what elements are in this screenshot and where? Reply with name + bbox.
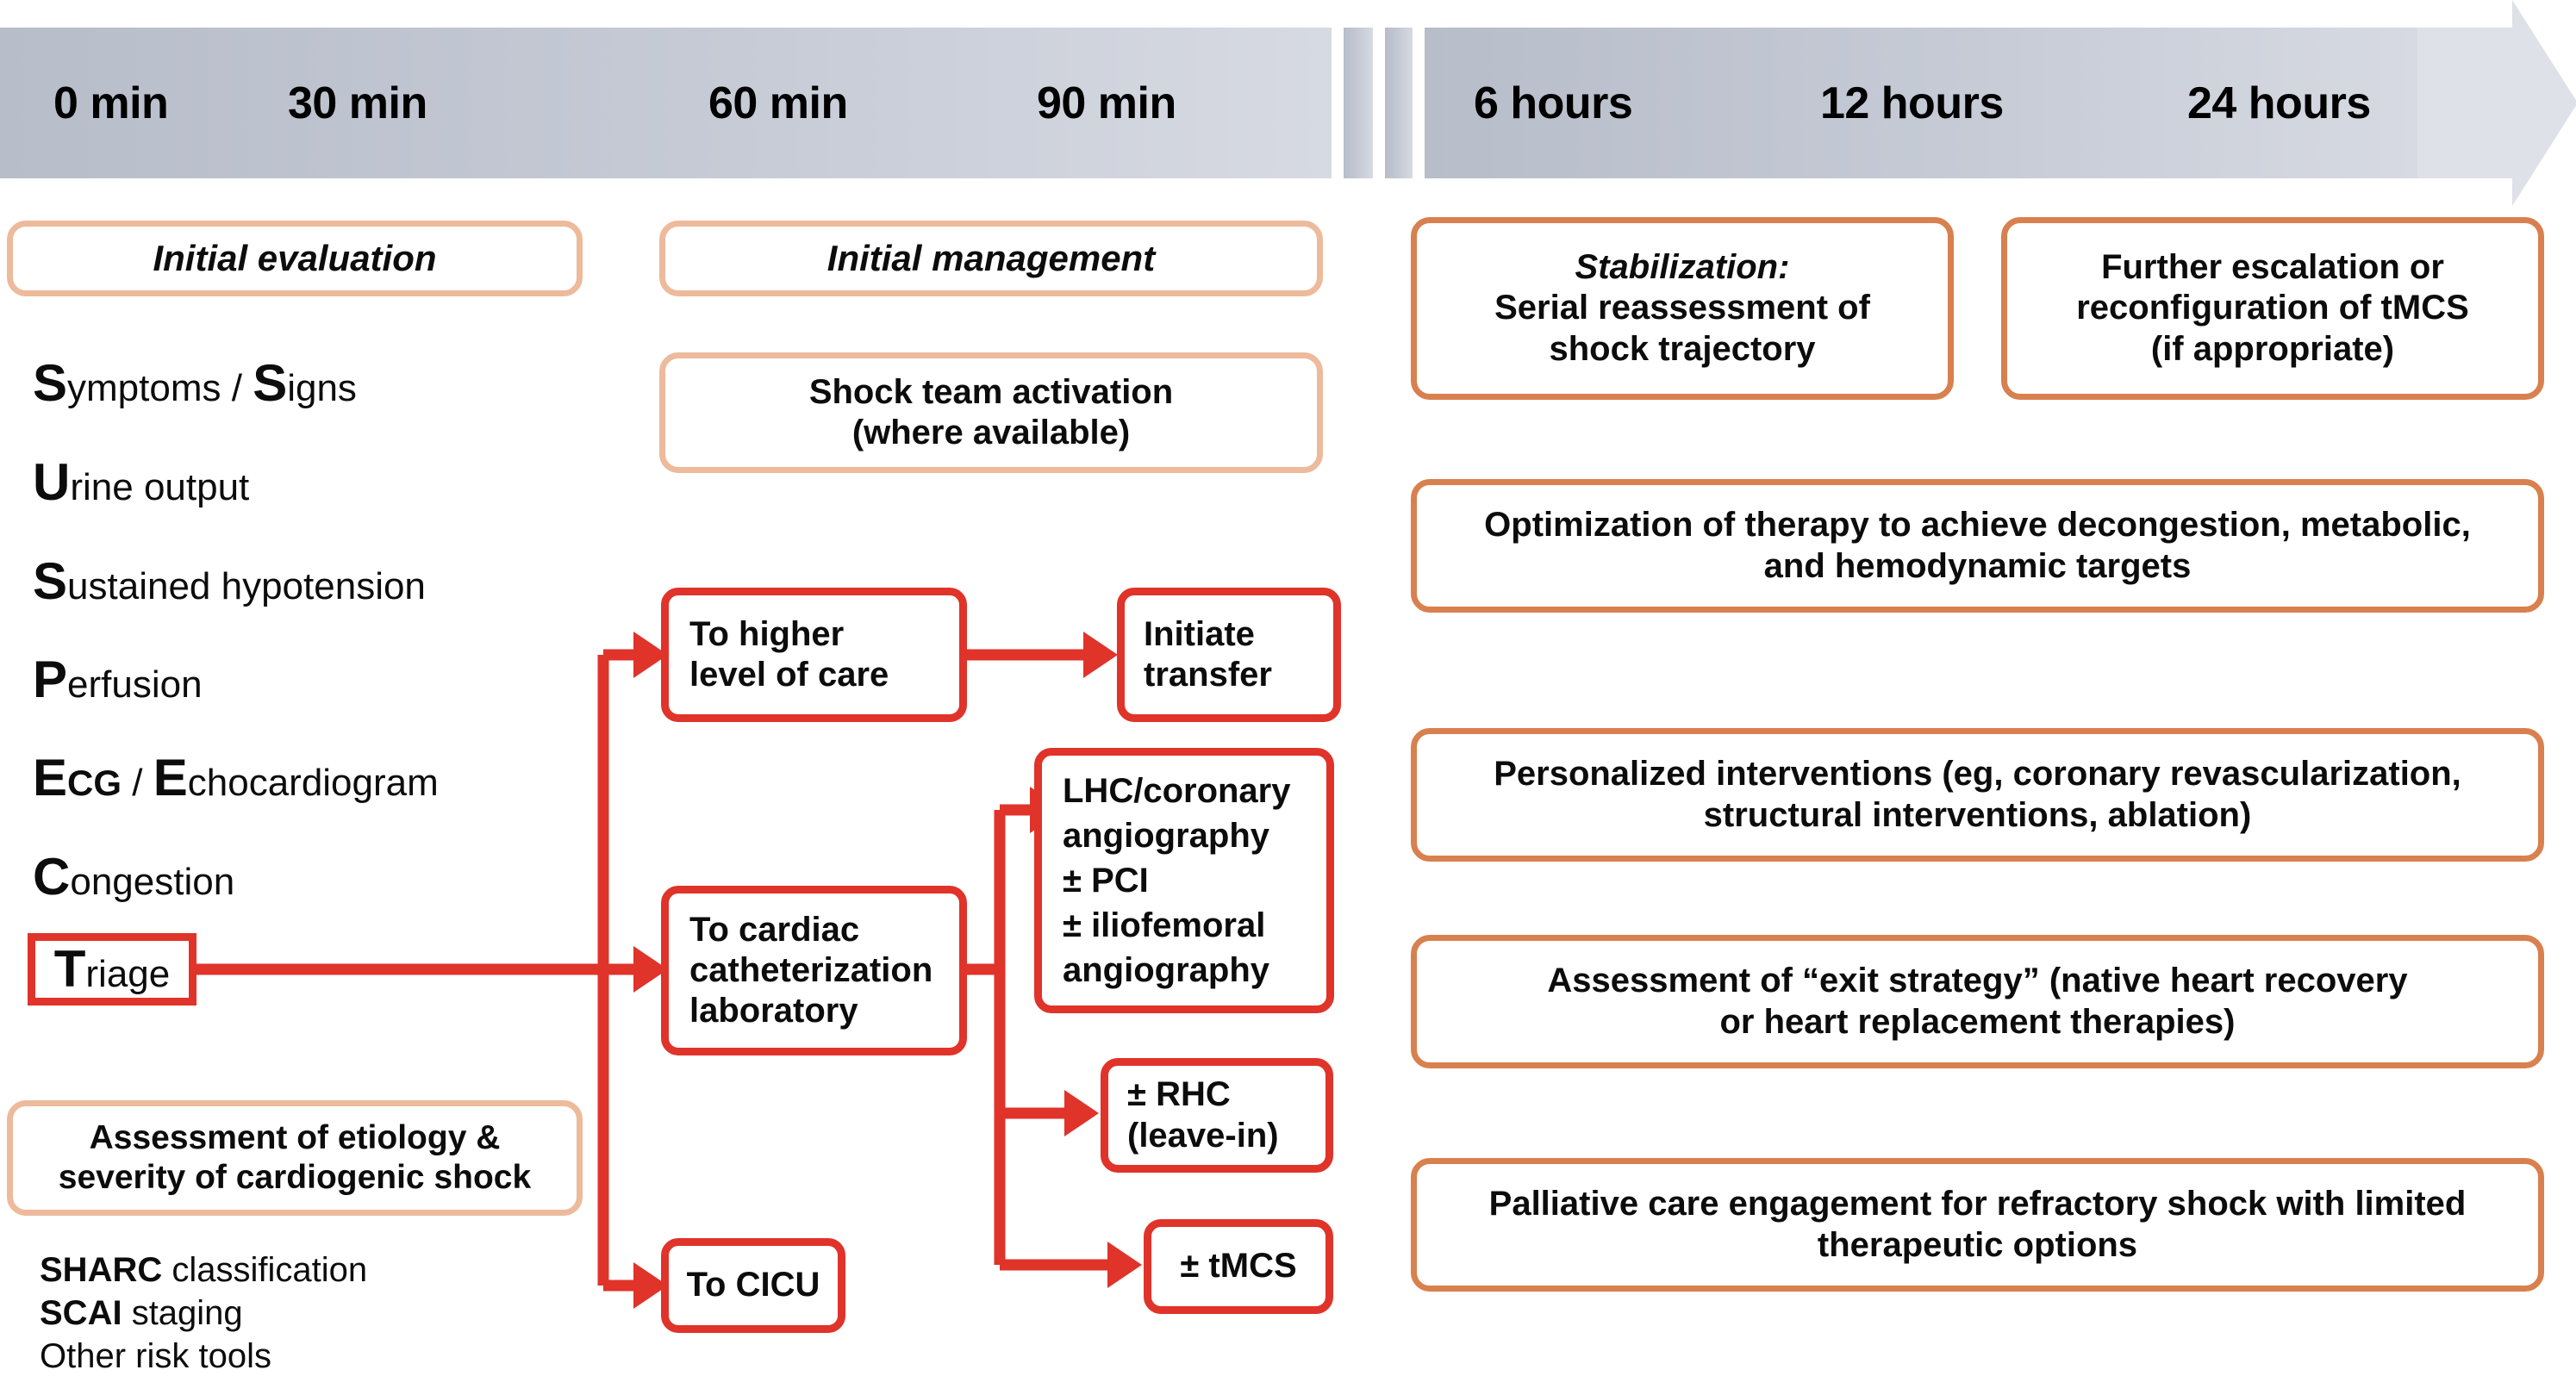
risk-tool-other: Other risk tools <box>40 1337 271 1375</box>
suspect-item-ecg-echocardiogram: ECG / Echocardiogram <box>33 749 439 806</box>
optimization-text: Optimization of therapy to achieve decon… <box>1484 506 2471 585</box>
suspect-item-urine-output: Urine output <box>33 453 250 511</box>
flow-box-rhc-text: ± RHC (leave-in) <box>1127 1075 1279 1155</box>
timeline-gap-1 <box>1332 28 1344 178</box>
timeline-gap-3 <box>1413 28 1425 178</box>
right-box-palliative: Palliative care engagement for refractor… <box>1411 1158 2544 1292</box>
stabilization-text: Serial reassessment of shock trajectory <box>1494 289 1870 368</box>
flow-box-cath-lab[interactable]: To cardiac catheterization laboratory <box>661 886 967 1055</box>
shock-team-text: Shock team activation (where available) <box>808 372 1174 451</box>
flow-box-tmcs[interactable]: ± tMCS <box>1144 1219 1333 1314</box>
timeline-tick-6hours: 6 hours <box>1474 78 1633 128</box>
assessment-box: Assessment of etiology & severity of car… <box>7 1100 583 1216</box>
initial-management-header: Initial management <box>659 221 1323 296</box>
suspect-item-congestion: Congestion <box>33 848 235 906</box>
flow-box-cicu[interactable]: To CICU <box>661 1238 845 1333</box>
assessment-box-text: Assessment of etiology & severity of car… <box>58 1118 532 1196</box>
palliative-text: Palliative care engagement for refractor… <box>1488 1185 2467 1264</box>
flow-box-cicu-text: To CICU <box>686 1266 820 1304</box>
right-box-exit-strategy: Assessment of “exit strategy” (native he… <box>1411 935 2544 1068</box>
flow-box-initiate-transfer[interactable]: Initiate transfer <box>1117 588 1341 722</box>
timeline-tick-24hours: 24 hours <box>2187 78 2371 128</box>
right-box-escalation: Further escalation or reconfiguration of… <box>2001 217 2544 400</box>
timeline-arrow-head <box>2417 0 2576 206</box>
timeline-tick-60min: 60 min <box>708 78 848 128</box>
triage-box[interactable]: Triage <box>28 933 196 1006</box>
exit-strategy-text: Assessment of “exit strategy” (native he… <box>1547 962 2408 1041</box>
risk-tool-scai: SCAI staging <box>40 1294 243 1332</box>
initial-evaluation-header: Initial evaluation <box>7 221 583 296</box>
risk-tool-sharc: SHARC classification <box>40 1251 368 1289</box>
right-box-stabilization: Stabilization: Serial reassessment of sh… <box>1411 217 1954 400</box>
flow-box-cath-lab-text: To cardiac catheterization laboratory <box>689 910 933 1030</box>
right-box-personalized: Personalized interventions (eg, coronary… <box>1411 728 2544 862</box>
timeline-tick-90min: 90 min <box>1037 78 1176 128</box>
stabilization-label: Stabilization: <box>1575 248 1790 287</box>
flow-box-initiate-transfer-text: Initiate transfer <box>1144 614 1272 694</box>
flow-box-tmcs-text: ± tMCS <box>1180 1247 1297 1286</box>
personalized-text: Personalized interventions (eg, coronary… <box>1494 755 2461 834</box>
timeline-segment-late <box>1425 28 2421 178</box>
timeline-header: 0 min 30 min 60 min 90 min 6 hours 12 ho… <box>0 0 2576 206</box>
escalation-text: Further escalation or reconfiguration of… <box>2076 248 2469 368</box>
suspect-item-perfusion: Perfusion <box>33 651 203 708</box>
shock-team-activation-box: Shock team activation (where available) <box>659 352 1323 473</box>
flow-box-rhc[interactable]: ± RHC (leave-in) <box>1101 1058 1333 1173</box>
suspect-item-symptoms-signs: Symptoms / Signs <box>33 354 357 412</box>
suspect-item-sustained-hypotension: Sustained hypotension <box>33 552 426 610</box>
flow-box-lhc-angiography[interactable]: LHC/coronary angiography ± PCI ± iliofem… <box>1034 748 1334 1013</box>
flow-box-higher-care-text: To higher level of care <box>689 614 889 694</box>
timeline-tick-12hours: 12 hours <box>1820 78 2004 128</box>
flow-box-higher-care[interactable]: To higher level of care <box>661 588 967 722</box>
timeline-tick-0min: 0 min <box>53 78 169 128</box>
timeline-break-bar-2 <box>1385 28 1413 178</box>
timeline-segment-early <box>0 28 1332 178</box>
flow-box-lhc-text: LHC/coronary angiography ± PCI ± iliofem… <box>1063 772 1291 989</box>
timeline-break-bar-1 <box>1344 28 1373 178</box>
timeline-tick-30min: 30 min <box>288 78 427 128</box>
timeline-gap-2 <box>1373 28 1385 178</box>
right-box-optimization: Optimization of therapy to achieve decon… <box>1411 479 2544 613</box>
